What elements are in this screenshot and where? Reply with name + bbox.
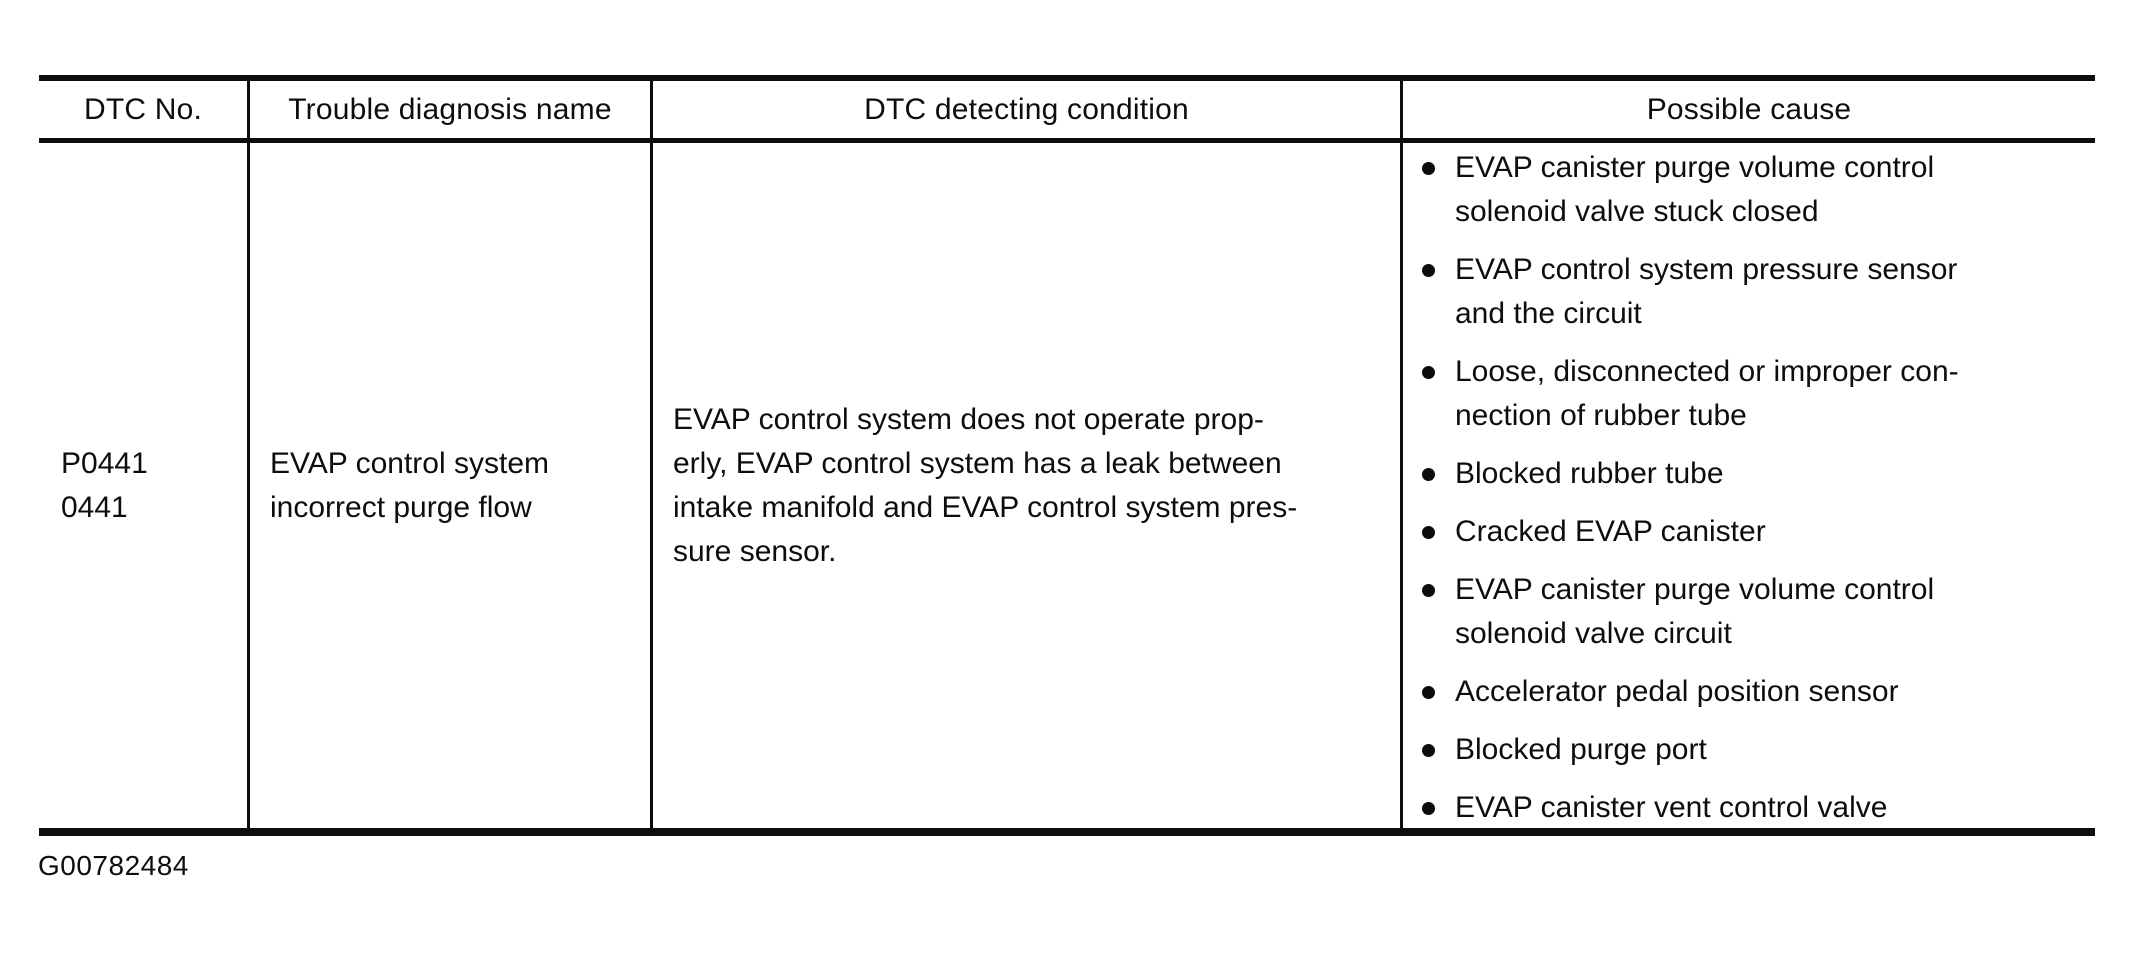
bullet-icon (1422, 686, 1435, 699)
bullet-icon (1422, 468, 1435, 481)
header-label-dtc-no: DTC No. (83, 92, 203, 126)
cause-text: Accelerator pedal position sensor (1455, 675, 1899, 708)
figure-id-label: G00782484 (38, 850, 189, 881)
cause-item: EVAP control system pressure sensor and … (1422, 248, 2089, 336)
cell-possible-cause: EVAP canister purge volume control solen… (1403, 143, 2095, 828)
cause-item: EVAP canister vent control valve (1422, 786, 2089, 830)
cause-text: EVAP control system pressure sensor and … (1455, 253, 1958, 330)
bullet-icon (1422, 744, 1435, 757)
cause-item: EVAP canister purge volume control solen… (1422, 568, 2089, 656)
bullet-icon (1422, 264, 1435, 277)
possible-cause-list: EVAP canister purge volume control solen… (1422, 146, 2089, 830)
bullet-icon (1422, 584, 1435, 597)
header-cell-trouble-diagnosis-name: Trouble diagnosis name (250, 81, 653, 138)
cause-item: Blocked purge port (1422, 728, 2089, 772)
cause-text: EVAP canister purge volume control solen… (1455, 151, 1935, 228)
bullet-icon (1422, 162, 1435, 175)
cause-item: Blocked rubber tube (1422, 452, 2089, 496)
cause-text: Loose, disconnected or improper con- nec… (1455, 355, 1959, 432)
header-cell-possible-cause: Possible cause (1403, 81, 2095, 138)
cell-dtc-no: P0441 0441 (39, 143, 250, 828)
table-header-row: DTC No. Trouble diagnosis name DTC detec… (39, 81, 2095, 143)
dtc-table: DTC No. Trouble diagnosis name DTC detec… (39, 75, 2095, 836)
cause-item: Loose, disconnected or improper con- nec… (1422, 350, 2089, 438)
cause-item: Accelerator pedal position sensor (1422, 670, 2089, 714)
header-label-trouble-diagnosis-name: Trouble diagnosis name (288, 92, 612, 126)
header-label-dtc-detecting-condition: DTC detecting condition (864, 92, 1189, 126)
header-cell-dtc-detecting-condition: DTC detecting condition (653, 81, 1403, 138)
dtc-detecting-condition-text: EVAP control system does not operate pro… (673, 402, 1298, 568)
bullet-icon (1422, 526, 1435, 539)
table-body-row: P0441 0441 EVAP control system incorrect… (39, 143, 2095, 828)
cause-item: Cracked EVAP canister (1422, 510, 2089, 554)
cause-text: Cracked EVAP canister (1455, 515, 1766, 548)
cause-text: EVAP canister vent control valve (1455, 791, 1888, 824)
dtc-codes: P0441 0441 (61, 446, 148, 524)
cause-text: EVAP canister purge volume control solen… (1455, 573, 1935, 650)
bullet-icon (1422, 366, 1435, 379)
cause-text: Blocked purge port (1455, 733, 1707, 766)
bullet-icon (1422, 802, 1435, 815)
cause-item: EVAP canister purge volume control solen… (1422, 146, 2089, 234)
trouble-diagnosis-name: EVAP control system incorrect purge flow (270, 446, 549, 524)
cause-text: Blocked rubber tube (1455, 457, 1724, 490)
header-cell-dtc-no: DTC No. (39, 81, 250, 138)
cell-dtc-detecting-condition: EVAP control system does not operate pro… (653, 143, 1403, 828)
cell-trouble-diagnosis-name: EVAP control system incorrect purge flow (250, 143, 653, 828)
header-label-possible-cause: Possible cause (1646, 92, 1852, 126)
